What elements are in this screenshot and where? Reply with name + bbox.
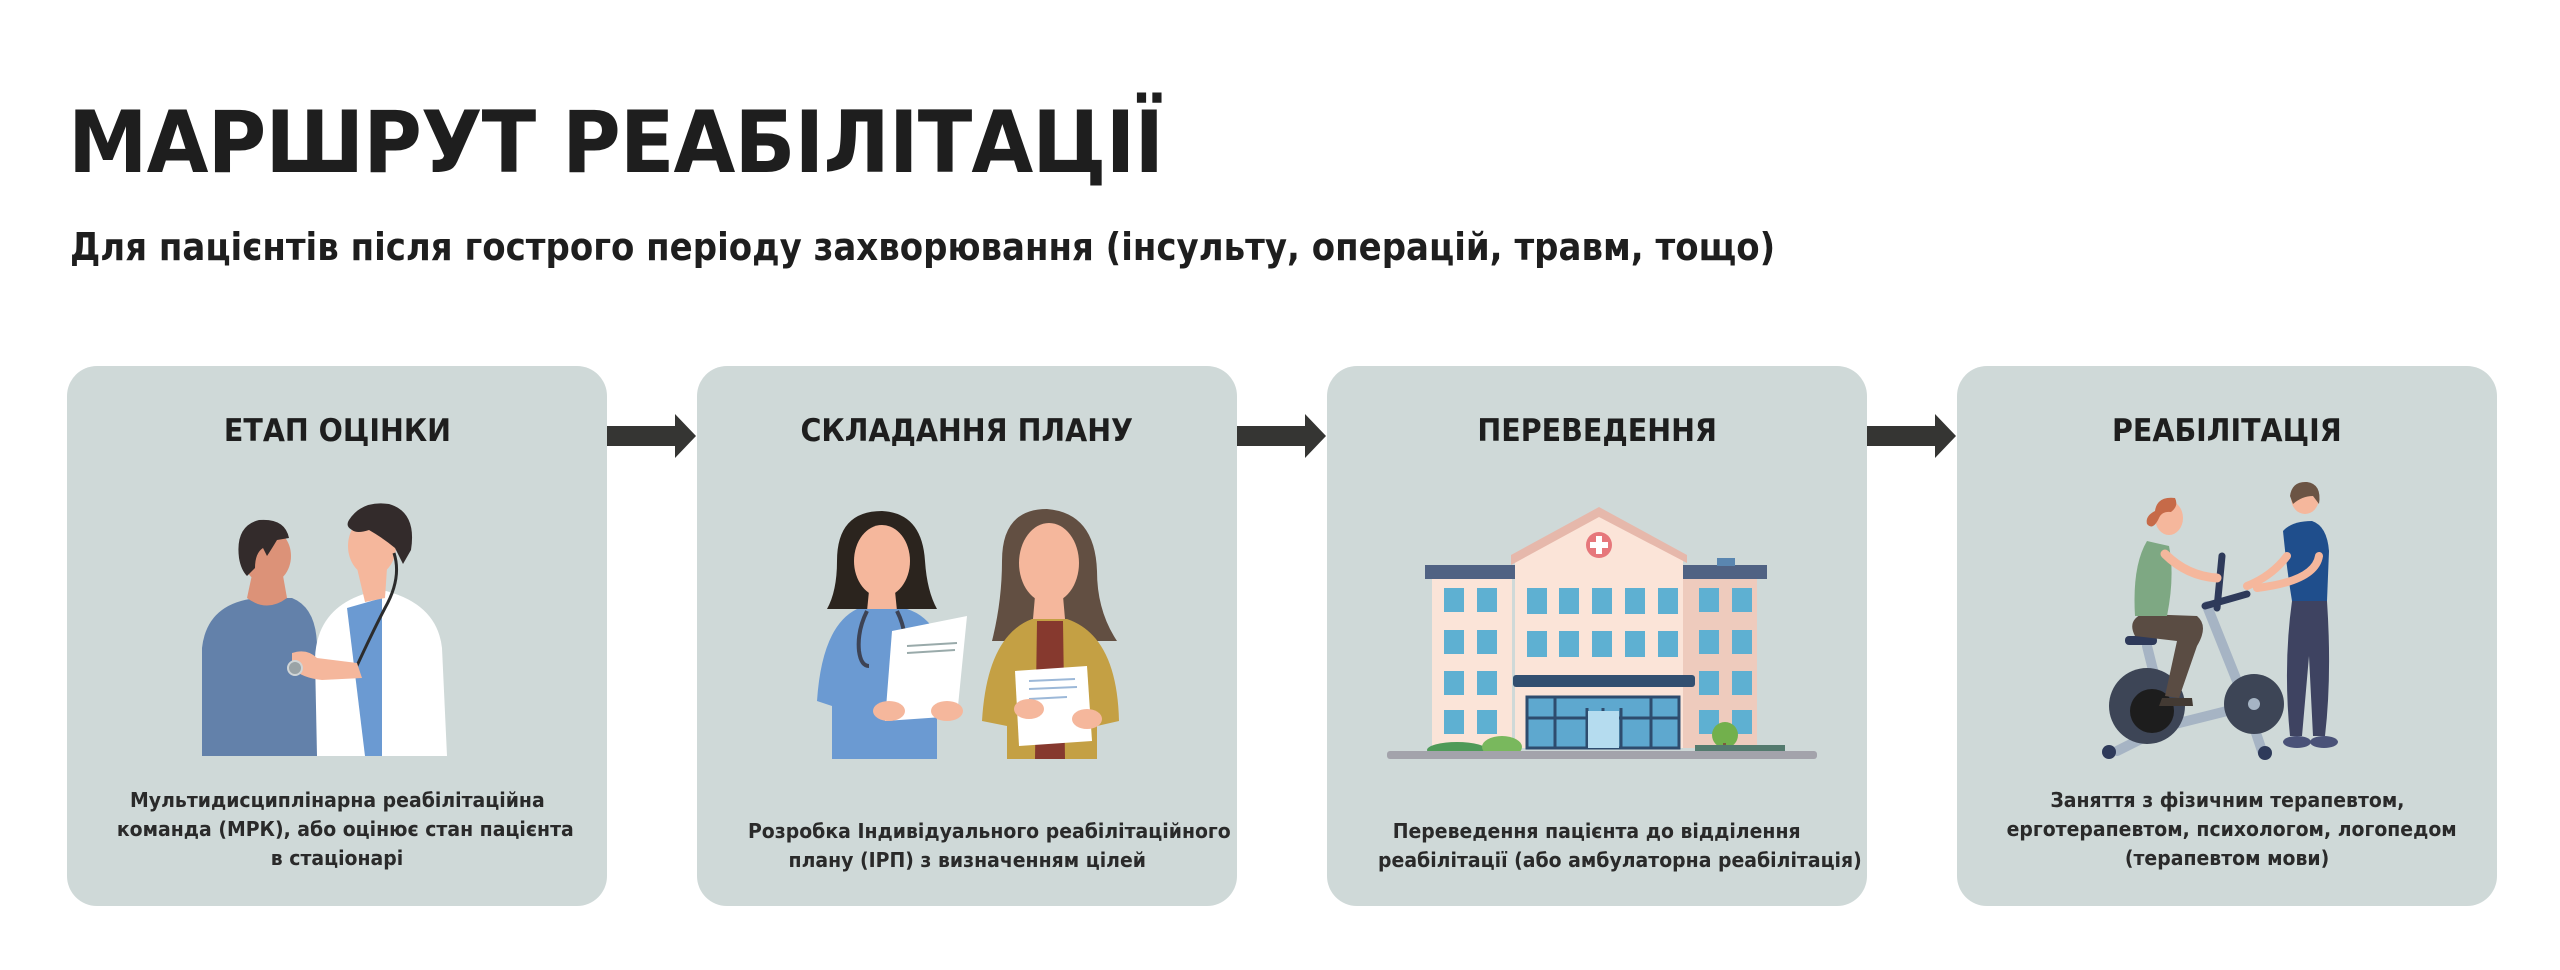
step-description: Розробка Індивідуального реабілітаційног… (747, 819, 1231, 872)
step-card-assessment: ЕТАП ОЦІНКИ Мультидисциплінарна реабіліт… (67, 366, 607, 906)
step-title: ПЕРЕВЕДЕННЯ (1477, 413, 1717, 449)
step-card-transfer: ПЕРЕВЕДЕННЯ (1327, 366, 1867, 906)
two-women-with-documents-icon (697, 501, 1237, 761)
page-subtitle: Для пацієнтів після гострого періоду зах… (70, 225, 1776, 269)
step-description: Переведення пацієнта до відділення реабі… (1378, 819, 1862, 872)
flow-arrow-right-icon (607, 412, 697, 460)
page-title: МАРШРУТ РЕАБІЛІТАЦІЇ (68, 93, 1164, 193)
step-title: ЕТАП ОЦІНКИ (223, 413, 451, 449)
flow-arrow-right-icon (1867, 412, 1957, 460)
step-title: РЕАБІЛІТАЦІЯ (2112, 413, 2342, 449)
step-title: СКЛАДАННЯ ПЛАНУ (800, 413, 1134, 449)
doctor-examining-patient-icon (67, 498, 607, 758)
step-card-planning: СКЛАДАННЯ ПЛАНУ Розробка Індивідуальн (697, 366, 1237, 906)
exercise-bike-therapy-icon (1957, 476, 2497, 761)
step-card-rehabilitation: РЕАБІЛІТАЦІЯ (1957, 366, 2497, 906)
hospital-building-icon (1327, 503, 1867, 763)
step-description: Мультидисциплінарна реабілітаційна коман… (116, 788, 574, 870)
step-description: Заняття з фізичним терапевтом, ерготерап… (2006, 788, 2457, 870)
flow-arrow-right-icon (1237, 412, 1327, 460)
